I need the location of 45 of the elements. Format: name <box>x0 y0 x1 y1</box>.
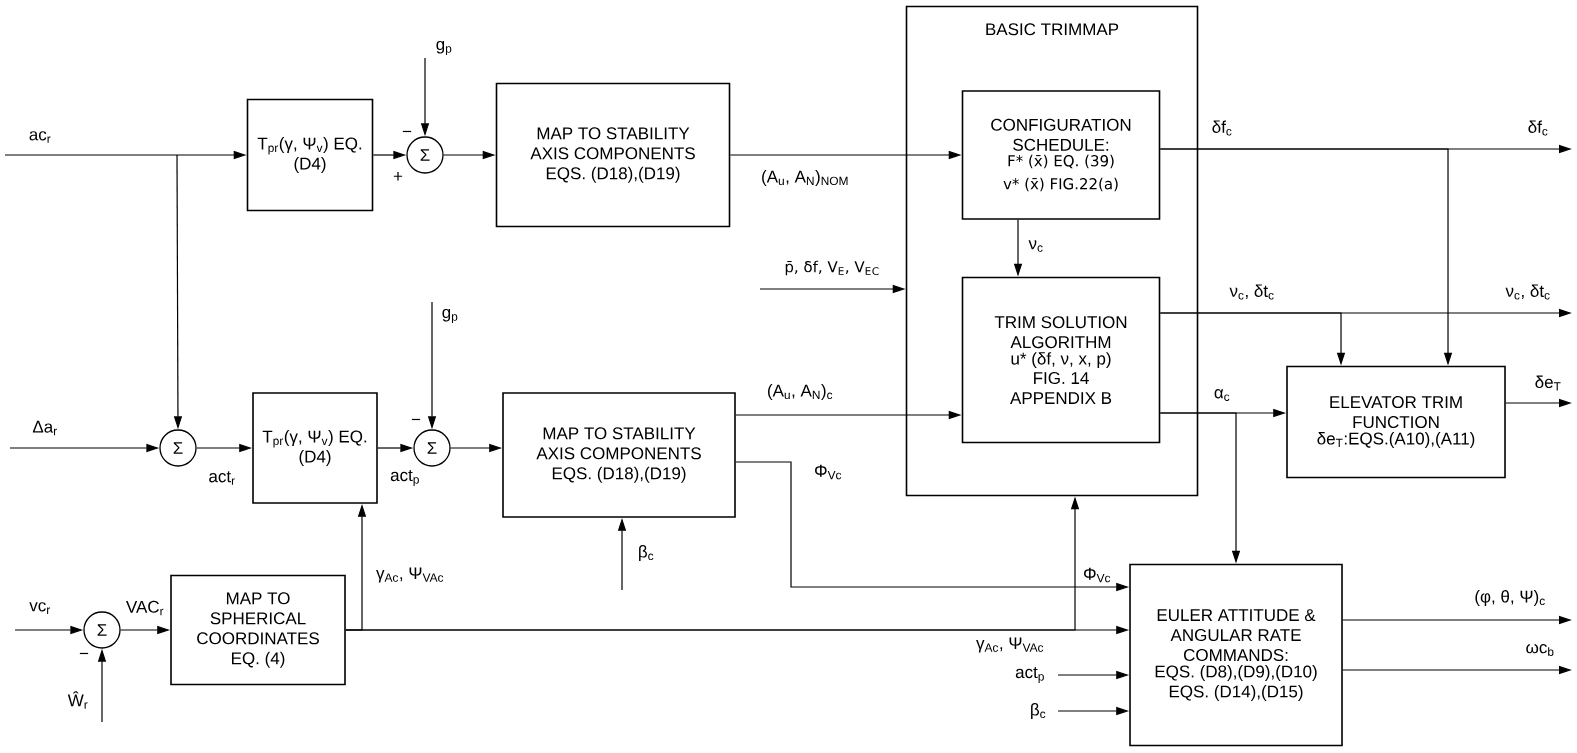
signal-label: act$_{p}$ <box>389 469 421 488</box>
signal-label: (φ, θ, Ψ)$_{c}$ <box>1473 589 1547 607</box>
signal-label: δe$_{T}$ <box>1533 374 1563 392</box>
signal-label: g$_{p}$ <box>434 39 454 57</box>
signal-label: γ$_{Ac}$, Ψ$_{VAc}$ <box>975 636 1045 654</box>
signal-label: (A$_{u}$, A$_{N}$)$_{NOM}$ <box>760 169 850 187</box>
signal-label: α$_{c}$ <box>1212 388 1232 402</box>
signal-label: δf$_{c}$ <box>1526 119 1550 137</box>
signal-label: act$_{p}$ <box>1014 666 1046 685</box>
process-box: T$_{pr}$(γ, Ψ$_{v}$) EQ. (D4) <box>246 98 374 212</box>
summing-junction: Σ <box>406 136 444 174</box>
process-box: TRIM SOLUTION ALGORITHM u* (δf, ν, x, p) FIG. 14 APPENDIX B <box>961 276 1161 444</box>
summing-junction: Σ <box>159 429 197 467</box>
signal-label: VAC$_{r}$ <box>124 599 166 617</box>
signal-label: vc$_{r}$ <box>28 601 52 615</box>
signal-label: ν$_{c}$, δt$_{c}$ <box>1504 283 1552 301</box>
signal-label: β$_{c}$ <box>1028 702 1048 720</box>
signal-label: Δa$_{r}$ <box>31 419 59 437</box>
process-box: MAP TO SPHERICAL COORDINATES EQ. (4) <box>170 574 346 686</box>
signal-label: γ$_{Ac}$, Ψ$_{VAc}$ <box>375 566 445 584</box>
signal-label: ωc$_{b}$ <box>1524 643 1556 657</box>
signal-label: Φ$_{Vc}$ <box>1084 567 1111 583</box>
signal-label: (A$_{u}$, A$_{N}$)$_{c}$ <box>765 383 835 401</box>
signal-label: + <box>393 172 403 181</box>
signal-label: ac$_{r}$ <box>27 130 53 144</box>
signal-label: − <box>402 130 412 133</box>
process-box: CONFIGURATION SCHEDULE: F* (x̄) EQ. (39) v* (x̄) FIG.22(a) <box>961 90 1161 220</box>
signal-label: − <box>411 418 421 421</box>
signal-label: act$_{r}$ <box>207 470 237 486</box>
summing-junction: Σ <box>83 611 121 649</box>
signal-label: ν$_{c}$ <box>1027 239 1045 253</box>
process-box: MAP TO STABILITY AXIS COMPONENTS EQS. (D18),(D19) <box>502 392 736 518</box>
process-box: MAP TO STABILITY AXIS COMPONENTS EQS. (D18),(D19) <box>495 82 731 228</box>
signal-label: δf$_{c}$ <box>1210 119 1234 137</box>
signal-label: Φ$_{Vc}$ <box>813 463 843 481</box>
signal-label: p̄, δf, V$_{E}$, V$_{EC}$ <box>783 259 881 277</box>
signal-label: β$_{c}$ <box>636 544 656 562</box>
signal-label: Ŵ$_{r}$ <box>66 690 90 710</box>
signal-label: − <box>79 652 89 655</box>
process-box: T$_{pr}$(γ, Ψ$_{v}$) EQ. (D4) <box>252 392 378 504</box>
process-box: ELEVATOR TRIM FUNCTION δe$_{T}$:EQS.(A10),(A11) <box>1286 365 1506 479</box>
summing-junction: Σ <box>413 429 451 467</box>
signal-label: g$_{p}$ <box>440 307 460 325</box>
signal-label: ν$_{c}$, δt$_{c}$ <box>1228 283 1276 301</box>
process-box: EULER ATTITUDE & ANGULAR RATE COMMANDS: EQS. (D8),(D9),(D10) EQS. (D14),(D15) <box>1129 563 1343 747</box>
